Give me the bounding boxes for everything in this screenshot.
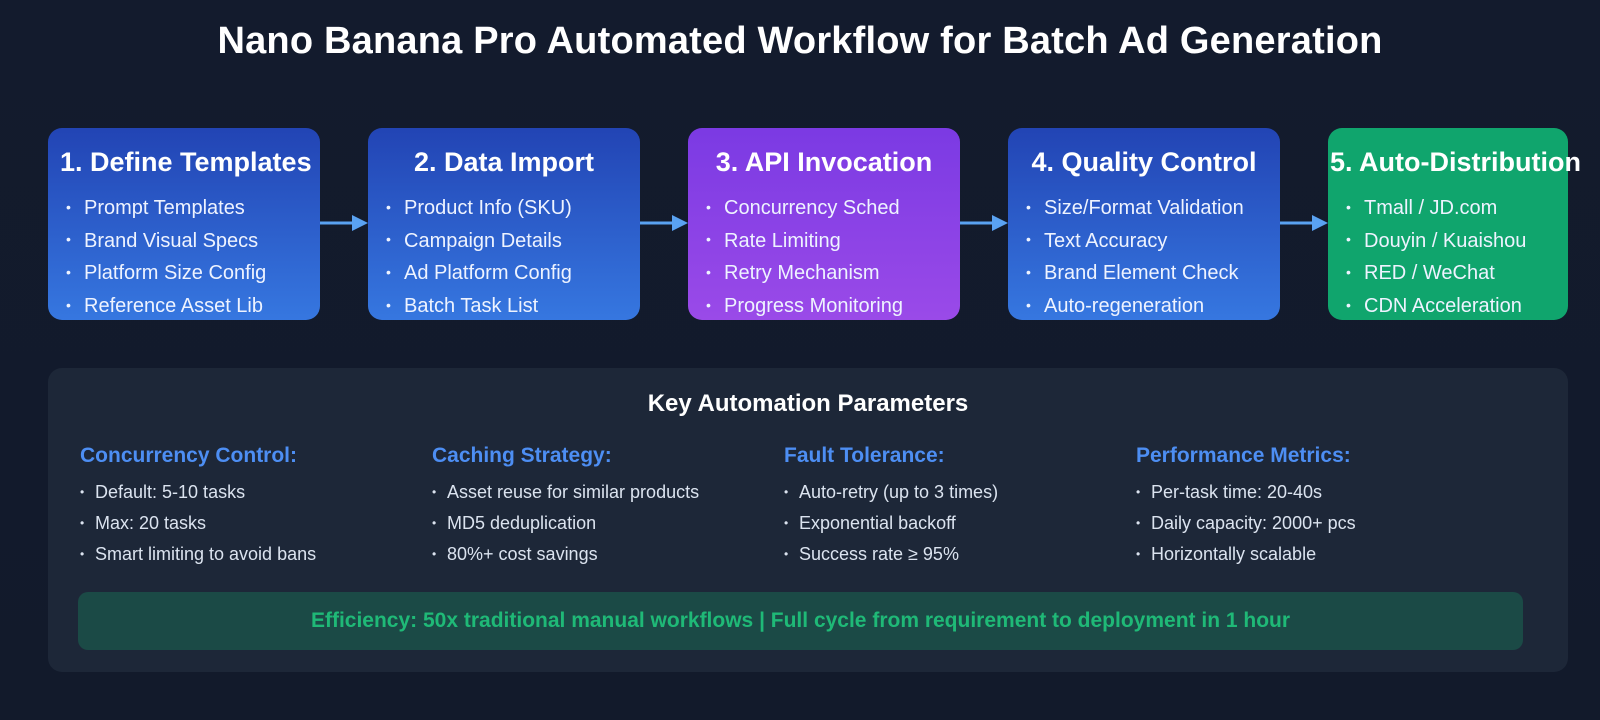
step-title: 3. API Invocation (715, 147, 933, 177)
list-item: •Prompt Templates (66, 197, 245, 219)
list-item: •RED / WeChat (1346, 262, 1495, 285)
parameters-title: Key Automation Parameters (647, 390, 969, 417)
parameters-panel: Key Automation Parameters Concurrency Co… (48, 368, 1568, 672)
param-heading: Caching Strategy: (432, 444, 612, 467)
list-item: •80%+ cost savings (432, 544, 598, 564)
list-item: •Smart limiting to avoid bans (80, 544, 317, 564)
param-column-fault-tolerance: Fault Tolerance: •Auto-retry (up to 3 ti… (784, 444, 1124, 571)
list-item: •Product Info (SKU) (386, 197, 572, 219)
step-title: 4. Quality Control (1031, 147, 1257, 177)
list-item: •Douyin / Kuaishou (1346, 229, 1527, 252)
flow-arrow-icon (320, 215, 368, 231)
list-item: •Size/Format Validation (1026, 197, 1244, 219)
list-item: •MD5 deduplication (432, 513, 597, 533)
list-item: •Text Accuracy (1026, 229, 1168, 252)
list-item: •Auto-regeneration (1026, 295, 1205, 318)
param-column-caching: Caching Strategy: •Asset reuse for simil… (432, 444, 772, 571)
step-quality-control: 4. Quality Control •Size/Format Validati… (1008, 128, 1280, 320)
param-heading: Fault Tolerance: (784, 444, 945, 467)
efficiency-banner: Efficiency: 50x traditional manual workf… (78, 592, 1523, 650)
list-item: •Max: 20 tasks (80, 513, 207, 533)
list-item: •Asset reuse for similar products (432, 482, 700, 502)
step-api-invocation: 3. API Invocation •Concurrency Sched •Ra… (688, 128, 960, 320)
step-title: 1. Define Templates (60, 147, 312, 177)
step-title: 2. Data Import (413, 147, 595, 177)
list-item: •Daily capacity: 2000+ pcs (1136, 513, 1356, 533)
flow-arrow-icon (1280, 215, 1328, 231)
page-title: Nano Banana Pro Automated Workflow for B… (217, 20, 1383, 62)
list-item: •CDN Acceleration (1346, 295, 1522, 318)
list-item: •Per-task time: 20-40s (1136, 482, 1323, 502)
list-item: •Retry Mechanism (706, 262, 880, 285)
step-title: 5. Auto-Distribution (1330, 147, 1581, 177)
list-item: •Brand Visual Specs (66, 229, 259, 252)
list-item: •Success rate ≥ 95% (784, 544, 959, 564)
list-item: •Default: 5-10 tasks (80, 482, 246, 502)
list-item: •Platform Size Config (66, 262, 267, 285)
step-data-import: 2. Data Import •Product Info (SKU) •Camp… (368, 128, 640, 320)
list-item: •Reference Asset Lib (66, 295, 263, 318)
list-item: •Brand Element Check (1026, 262, 1239, 285)
list-item: •Horizontally scalable (1136, 544, 1317, 564)
step-auto-distribution: 5. Auto-Distribution •Tmall / JD.com •Do… (1328, 128, 1581, 320)
list-item: •Auto-retry (up to 3 times) (784, 482, 999, 502)
list-item: •Progress Monitoring (706, 295, 903, 318)
list-item: •Rate Limiting (706, 229, 841, 252)
list-item: •Concurrency Sched (706, 197, 900, 219)
flow-arrow-icon (640, 215, 688, 231)
list-item: •Tmall / JD.com (1346, 197, 1498, 219)
list-item: •Exponential backoff (784, 513, 956, 533)
param-column-performance: Performance Metrics: •Per-task time: 20-… (1136, 444, 1476, 571)
flow-arrow-icon (960, 215, 1008, 231)
list-item: •Batch Task List (386, 295, 539, 318)
param-column-concurrency: Concurrency Control: •Default: 5-10 task… (80, 444, 420, 571)
param-heading: Performance Metrics: (1136, 444, 1351, 467)
param-heading: Concurrency Control: (80, 444, 298, 467)
list-item: •Ad Platform Config (386, 262, 572, 285)
step-define-templates: 1. Define Templates •Prompt Templates •B… (48, 128, 320, 320)
list-item: •Campaign Details (386, 229, 562, 252)
